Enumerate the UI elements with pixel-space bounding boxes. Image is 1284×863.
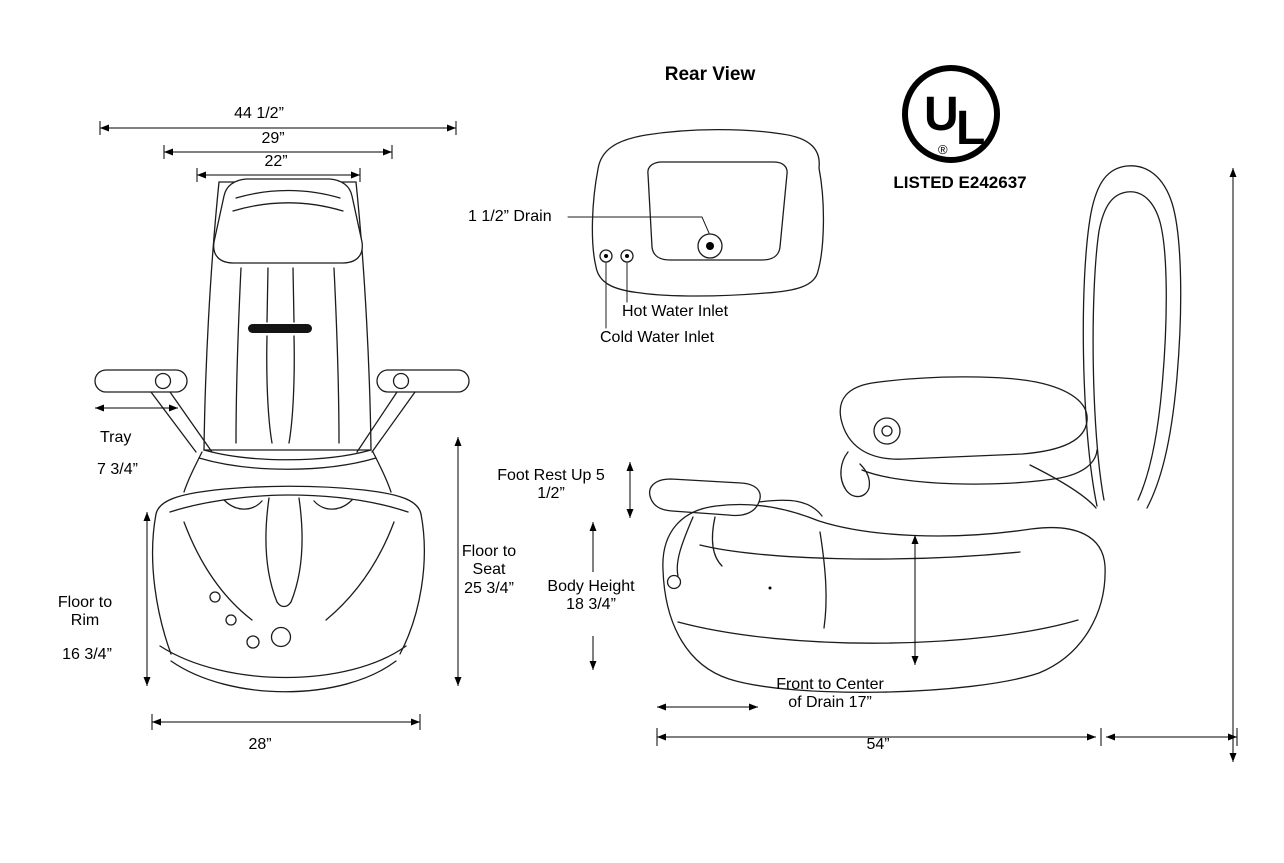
front-tray-right — [377, 370, 469, 392]
cold-water-label: Cold Water Inlet — [600, 329, 715, 346]
cold-water-inlet-port — [600, 250, 612, 262]
drain-leader-line — [568, 217, 709, 233]
ul-letter-u: U — [924, 88, 959, 141]
rear-shell — [592, 130, 823, 296]
drain-label: 1 1/2” Drain — [468, 208, 552, 225]
front-headrest — [214, 179, 363, 263]
front-backrest-slot — [248, 324, 312, 333]
front-tray-right-cup — [394, 374, 409, 389]
dim-label-base-width: 28” — [248, 736, 272, 753]
front-tray-left — [95, 370, 187, 392]
front-base — [153, 486, 425, 692]
rear-drain — [698, 234, 722, 258]
floor-to-rim-value: 16 3/4” — [62, 646, 112, 663]
floor-to-seat-label: Floor to Seat 25 3/4” — [461, 543, 517, 597]
side-footrest-knob — [668, 576, 681, 589]
front-to-drain-label: Front to Center of Drain 17” — [776, 676, 884, 712]
side-armrest — [840, 377, 1087, 459]
front-drain-circle — [272, 628, 291, 647]
tray-depth-label: 7 3/4” — [97, 461, 138, 478]
side-footrest — [650, 479, 761, 515]
floor-to-rim-label: Floor to Rim — [57, 594, 113, 630]
rear-view-title: Rear View — [664, 64, 756, 85]
side-backrest — [1083, 166, 1180, 508]
ul-letter-l: L — [956, 102, 985, 155]
front-view-drawing — [95, 179, 469, 692]
dim-label-back-width: 29” — [261, 130, 285, 147]
tray-label: Tray — [100, 429, 132, 446]
hot-water-inlet-port — [621, 250, 633, 262]
dim-label-overall-length: 54” — [866, 736, 890, 753]
front-tray-left-cup — [156, 374, 171, 389]
side-control-dial — [874, 418, 900, 444]
rear-view-drawing — [568, 130, 823, 328]
ul-registered-symbol: ® — [938, 142, 948, 157]
ul-mark: U L ® — [905, 68, 997, 160]
dim-label-overall-width: 44 1/2” — [234, 105, 284, 122]
side-base — [663, 504, 1105, 692]
side-view-drawing — [650, 166, 1181, 692]
body-height-label: Body Height 18 3/4” — [547, 578, 635, 614]
dimension-lines — [95, 121, 1237, 762]
rear-inner-panel — [648, 162, 787, 260]
hot-water-label: Hot Water Inlet — [622, 303, 729, 320]
foot-rest-up-label: Foot Rest Up 5 1/2” — [497, 467, 605, 503]
ul-circle — [905, 68, 997, 160]
dim-label-seat-width: 22” — [264, 153, 288, 170]
ul-listed-text: LISTED E242637 — [893, 173, 1027, 192]
